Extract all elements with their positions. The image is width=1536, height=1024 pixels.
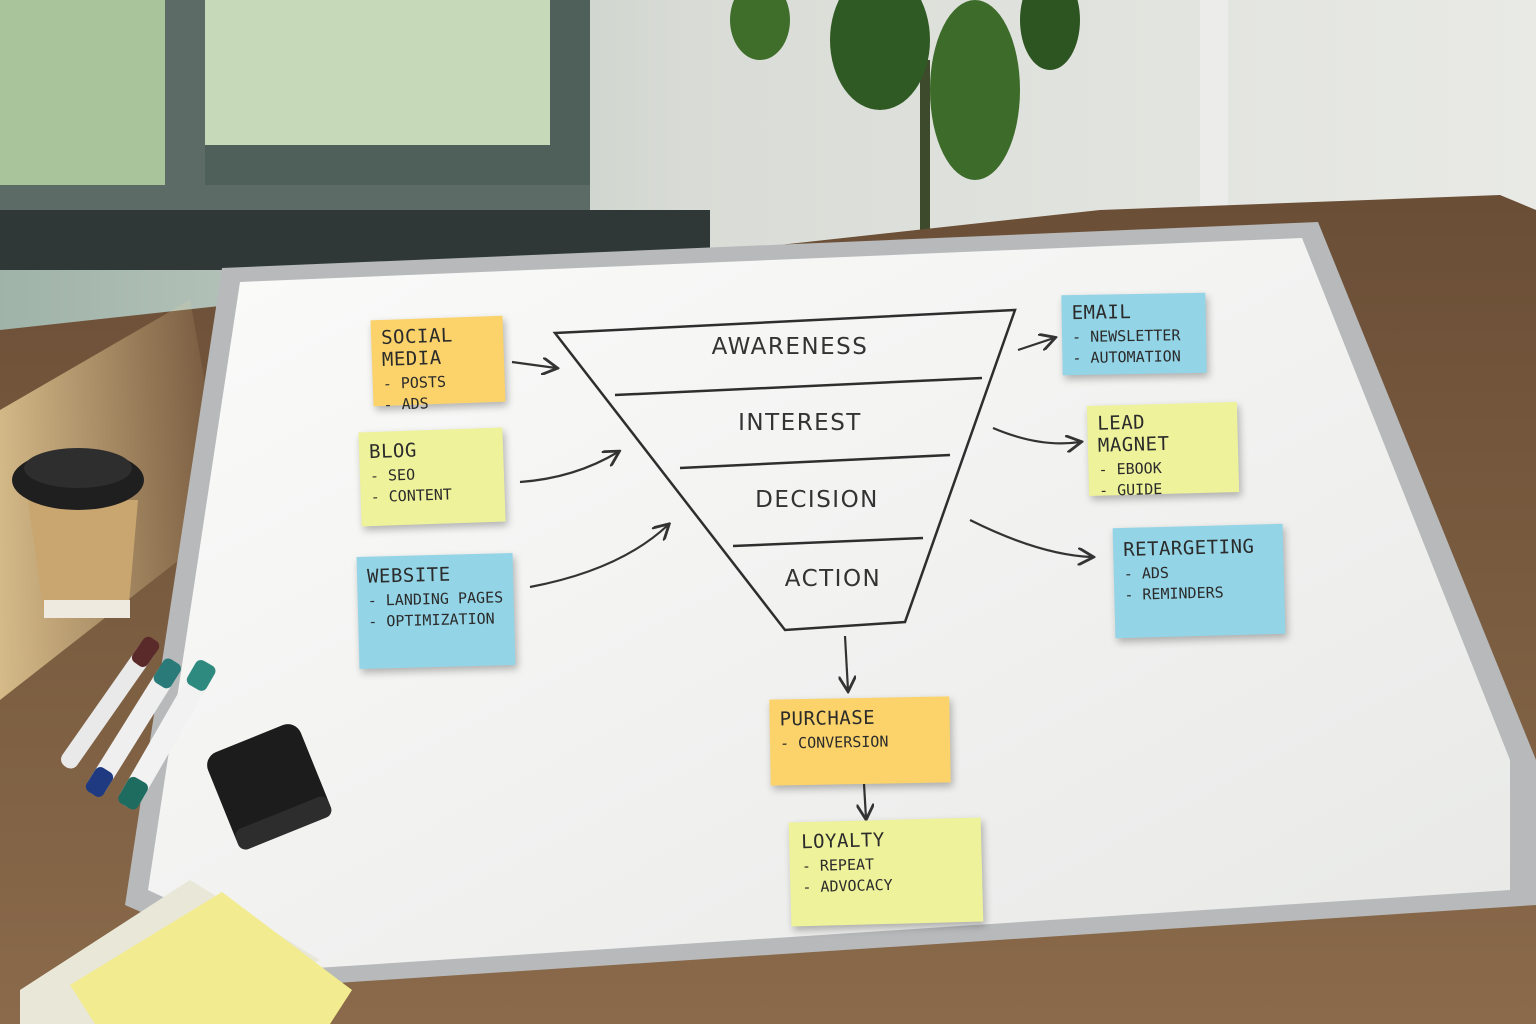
note-website: WEBSITE LANDING PAGES OPTIMIZATION xyxy=(356,552,516,670)
note-title: RETARGETING xyxy=(1122,535,1255,561)
arrows xyxy=(511,338,1092,818)
note-title: BLOG xyxy=(368,439,418,464)
note-email: EMAIL NEWSLETTER AUTOMATION xyxy=(1061,292,1207,376)
note-item: CONVERSION xyxy=(780,732,940,752)
note-item: OPTIMIZATION xyxy=(368,610,504,631)
note-purchase: PURCHASE CONVERSION xyxy=(769,696,951,786)
note-title: LOYALTY xyxy=(800,829,886,854)
note-item: SEO xyxy=(370,464,495,486)
note-item: GUIDE xyxy=(1099,479,1229,500)
stage-interest: INTEREST xyxy=(738,410,862,436)
stage-awareness: AWARENESS xyxy=(711,334,869,360)
funnel xyxy=(552,308,1017,632)
note-item: NEWSLETTER xyxy=(1072,326,1196,346)
note-item: ADS xyxy=(1124,562,1274,583)
arrow-retarget xyxy=(969,519,1092,557)
note-title: EMAIL xyxy=(1071,301,1132,325)
window xyxy=(0,0,710,270)
coffee-cup xyxy=(12,448,144,618)
arrow-blog xyxy=(519,452,618,484)
stage-decision: DECISION xyxy=(755,487,879,513)
note-item: EBOOK xyxy=(1098,458,1228,479)
funnel-outline xyxy=(552,308,1017,632)
note-loyalty: LOYALTY REPEAT ADVOCACY xyxy=(788,817,984,927)
funnel-divider-1 xyxy=(614,376,983,397)
arrow-website xyxy=(529,525,668,589)
eraser xyxy=(207,724,332,850)
note-item: CONTENT xyxy=(370,485,495,507)
note-social-media: SOCIAL MEDIA POSTS ADS xyxy=(370,315,506,413)
note-retargeting: RETARGETING ADS REMINDERS xyxy=(1112,523,1286,639)
arrow-email xyxy=(1017,338,1054,352)
arrow-lead xyxy=(992,426,1080,443)
note-lead-magnet: LEAD MAGNET EBOOK GUIDE xyxy=(1086,402,1240,499)
plant xyxy=(730,0,1080,240)
note-item: ADVOCACY xyxy=(802,875,970,897)
sticky-pad xyxy=(20,880,352,1024)
arrow-loyalty xyxy=(864,783,866,818)
note-title-line2: MAGNET xyxy=(1097,432,1170,457)
note-title-line2: MEDIA xyxy=(381,346,442,371)
arrow-purchase xyxy=(845,635,848,690)
note-item: REMINDERS xyxy=(1124,583,1274,604)
note-item: LANDING PAGES xyxy=(367,588,504,610)
note-item: POSTS xyxy=(382,372,495,393)
note-item: AUTOMATION xyxy=(1072,347,1196,367)
note-blog: BLOG SEO CONTENT xyxy=(358,427,506,527)
funnel-divider-3 xyxy=(732,536,924,548)
funnel-divider-2 xyxy=(679,453,951,470)
markers xyxy=(61,636,216,810)
wall-pipe xyxy=(1200,0,1228,230)
note-title: PURCHASE xyxy=(779,706,876,731)
stage-action: ACTION xyxy=(784,566,882,592)
note-title: WEBSITE xyxy=(366,563,451,588)
note-item: REPEAT xyxy=(802,854,970,876)
arrow-social xyxy=(511,362,556,368)
